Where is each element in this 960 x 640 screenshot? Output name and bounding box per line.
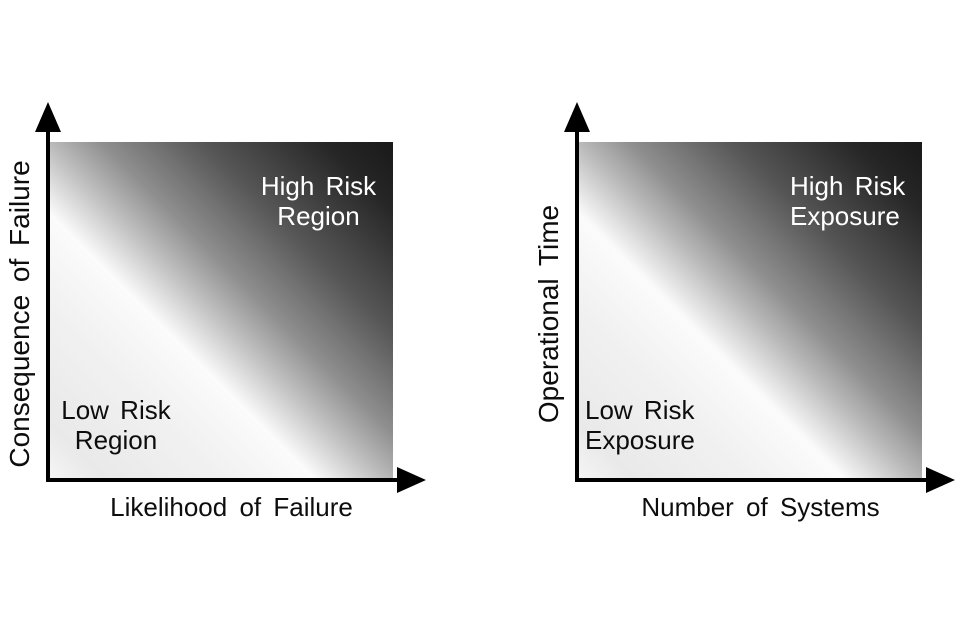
high-risk-label-line2: Exposure [790, 201, 900, 231]
failure-risk-diagram: Consequence of Failure Likelihood of Fai… [0, 0, 460, 640]
exposure-risk-diagram: Operational Time Number of Systems High … [529, 0, 960, 640]
y-axis-arrow-icon [35, 102, 61, 132]
low-risk-label-line2: Exposure [585, 425, 695, 455]
low-risk-label-line1: Low Risk [585, 395, 695, 425]
x-axis-line [575, 478, 927, 482]
x-axis-arrow-icon [926, 467, 955, 493]
x-axis-label: Number of Systems [641, 492, 880, 522]
risk-gradient-field [579, 142, 922, 479]
risk-gradient-field [50, 142, 393, 479]
x-axis-label: Likelihood of Failure [110, 492, 353, 522]
high-risk-label-line2: Region [277, 201, 360, 231]
low-risk-label-line2: Region [74, 425, 158, 455]
low-risk-label: Low Risk Exposure [585, 395, 695, 455]
low-risk-label-line1: Low Risk [61, 395, 171, 425]
y-axis-line [46, 120, 50, 482]
high-risk-label: High Risk Region [246, 171, 391, 231]
high-risk-label: High Risk Exposure [790, 171, 905, 231]
low-risk-label: Low Risk Region [55, 395, 177, 455]
x-axis-arrow-icon [397, 467, 426, 493]
y-axis-label: Operational Time [533, 204, 564, 424]
y-axis-arrow-icon [564, 102, 590, 132]
high-risk-label-line1: High Risk [260, 171, 377, 201]
high-risk-label-line1: High Risk [790, 171, 906, 201]
y-axis-label: Consequence of Failure [4, 160, 35, 468]
y-axis-line [575, 120, 579, 482]
x-axis-line [46, 478, 398, 482]
